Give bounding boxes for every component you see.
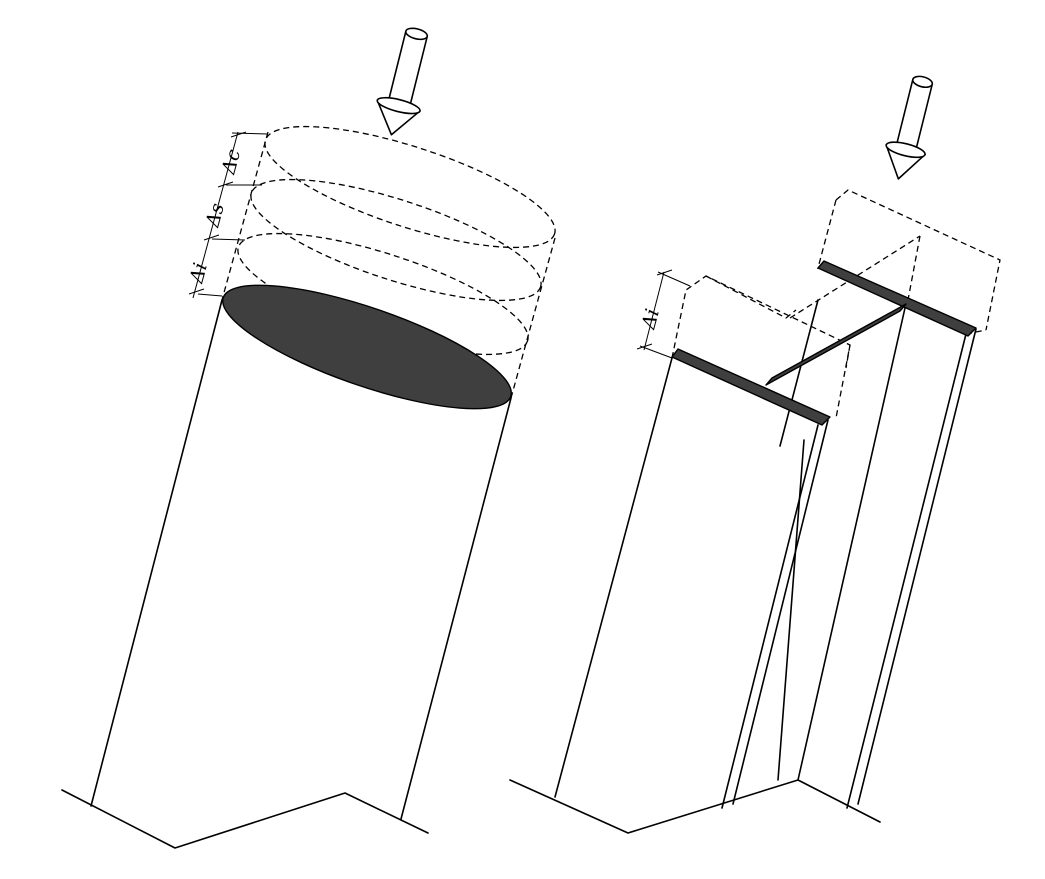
front-flange-thickness-edge xyxy=(732,419,829,805)
displaced-section-dashed xyxy=(671,189,1001,419)
back-flange-left-edge xyxy=(779,299,819,447)
web-edge-right xyxy=(797,307,906,781)
back-flange-right-edge xyxy=(846,333,967,809)
dim-label-delta-i: Δi xyxy=(185,260,212,286)
left-column-diagram: Δc Δs Δi xyxy=(61,27,556,849)
right-column-diagram: Δi xyxy=(509,75,1001,834)
dim-label-delta-s: Δs xyxy=(201,201,229,231)
dim-label-delta-i-right: Δi xyxy=(637,306,664,332)
left-ground-line xyxy=(61,789,429,849)
dashed-generatrix-left xyxy=(221,131,269,301)
h-section-loaded xyxy=(671,260,977,426)
dashed-generatrix-right xyxy=(510,237,556,399)
web-edge-left xyxy=(777,439,805,781)
displaced-sections-dashed xyxy=(221,125,556,399)
top-ellipse-dashed xyxy=(264,125,556,249)
front-flange-left-edge xyxy=(554,357,673,798)
middle-ellipse-dashed xyxy=(250,178,542,302)
back-flange-thickness-edge xyxy=(857,328,977,805)
loaded-cross-section xyxy=(222,284,512,410)
front-flange-right-edge xyxy=(721,424,819,809)
left-dimension-chain xyxy=(188,131,269,299)
left-load-arrow-icon xyxy=(376,27,429,136)
left-column-edge-left xyxy=(90,299,223,807)
right-load-arrow-icon xyxy=(885,75,934,180)
right-ground-line xyxy=(509,779,881,834)
left-column-edge-right xyxy=(400,397,512,820)
right-dimension-chain xyxy=(636,269,691,359)
dim-label-delta-c: Δc xyxy=(217,147,245,178)
